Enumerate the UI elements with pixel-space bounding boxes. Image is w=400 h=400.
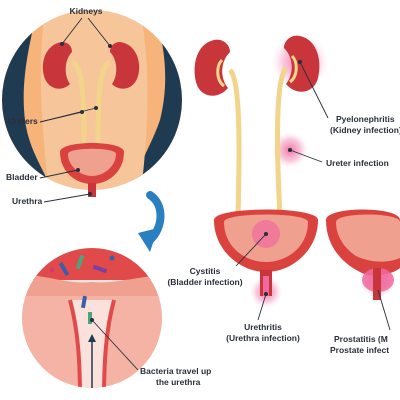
urethritis-label-line1: Urethritis — [244, 322, 282, 332]
cystitis-label-line1: Cystitis — [189, 266, 221, 276]
bacteria-label-line1: Bacteria travel up — [140, 366, 212, 376]
pyelonephritis-label-line1: Pyelonephritis — [336, 114, 395, 124]
urethra-zoom-circle — [22, 248, 162, 388]
urethritis-label-line2: (Urethra infection) — [226, 333, 300, 343]
ureters-label: Ureters — [8, 116, 38, 126]
ureter-infection-label: Ureter infection — [326, 158, 389, 168]
urethra-label: Urethra — [12, 196, 43, 206]
pyelonephritis-label-line2: (Kidney infection) — [330, 125, 400, 135]
cystitis-label-line2: (Bladder infection) — [167, 277, 243, 287]
prostatitis-label-line2: Prostate infect — [330, 345, 390, 355]
prostatitis-label-line1: Prostatitis (M — [334, 334, 388, 344]
bladder-label: Bladder — [6, 172, 38, 182]
right-kidney-icon — [110, 42, 140, 89]
bacteria-label-line2: the urethra — [156, 377, 201, 387]
infection-sites-diagram — [194, 34, 400, 331]
kidneys-label: Kidneys — [69, 6, 103, 16]
left-kidney-icon — [42, 42, 72, 89]
